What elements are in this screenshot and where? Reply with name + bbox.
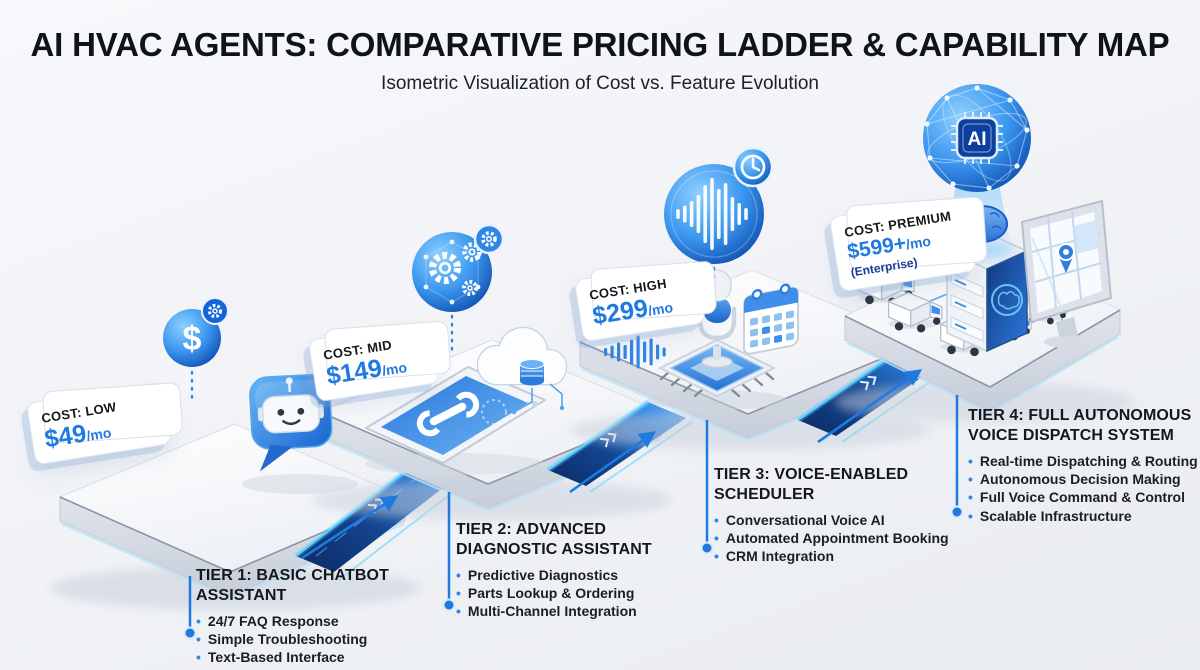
flow-arrow-1 xyxy=(301,495,399,560)
tier-connector-dots xyxy=(183,505,964,640)
bullet-dot: • xyxy=(196,631,201,648)
tier4-heading: TIER 4: FULL AUTONOMOUS VOICE DISPATCH S… xyxy=(968,407,1192,444)
feature-item: • Conversational Voice AI xyxy=(714,511,956,529)
feature-item: • Scalable Infrastructure xyxy=(968,507,1200,525)
feature-label: Multi-Channel Integration xyxy=(467,603,637,620)
bullet-dot: • xyxy=(968,471,973,488)
tier4-details: TIER 4: FULL AUTONOMOUS VOICE DISPATCH S… xyxy=(968,406,1200,525)
circuit-trace xyxy=(549,383,563,408)
tier2-heading: TIER 2: ADVANCED DIAGNOSTIC ASSISTANT xyxy=(456,521,652,558)
ai-label: AI xyxy=(968,129,987,150)
feature-item: • Full Voice Command & Control xyxy=(968,488,1200,506)
price-suffix: /mo xyxy=(380,359,409,379)
feature-label: Automated Appointment Booking xyxy=(725,530,949,547)
feature-item: • CRM Integration xyxy=(714,547,956,565)
ai-network-sphere-icon: AI xyxy=(923,84,1031,192)
flow-arrow-3 xyxy=(817,369,923,444)
page-subtitle: Isometric Visualization of Cost vs. Feat… xyxy=(381,73,819,94)
cloud-database-icon xyxy=(476,326,568,415)
feature-label: Parts Lookup & Ordering xyxy=(467,585,635,602)
feature-item: • 24/7 FAQ Response xyxy=(196,612,466,630)
server-brain-screen xyxy=(991,284,1023,316)
dollar-sphere-icon: $ xyxy=(163,297,229,406)
gears-sphere-icon xyxy=(412,223,505,358)
tier-connector-lines xyxy=(188,395,959,633)
wrench-icon xyxy=(416,391,480,437)
feature-label: Autonomous Decision Making xyxy=(979,471,1181,488)
price-suffix: /mo xyxy=(646,299,675,319)
circuit-trace xyxy=(513,388,533,413)
feature-label: Conversational Voice AI xyxy=(725,512,885,529)
feature-item: • Text-Based Interface xyxy=(196,648,466,666)
bullet-dot: • xyxy=(456,603,461,620)
bullet-dot: • xyxy=(714,548,719,565)
gear-badge-icon xyxy=(201,297,229,325)
tier3-heading: TIER 3: VOICE-ENABLED SCHEDULER xyxy=(714,466,909,503)
bullet-dot: • xyxy=(456,585,461,602)
location-pin-icon xyxy=(1057,243,1075,273)
feature-item: • Parts Lookup & Ordering xyxy=(456,584,668,602)
flow-arrow-2 xyxy=(569,431,657,494)
feature-item: • Predictive Diagnostics xyxy=(456,566,668,584)
bullet-dot: • xyxy=(456,567,461,584)
bullet-dot: • xyxy=(196,649,201,666)
tier3-details: TIER 3: VOICE-ENABLED SCHEDULER • Convers… xyxy=(714,465,956,566)
bullet-dot: • xyxy=(968,453,973,470)
feature-label: Full Voice Command & Control xyxy=(979,489,1185,506)
waveform-bars xyxy=(676,178,748,250)
feature-item: • Automated Appointment Booking xyxy=(714,529,956,547)
monitor-map-icon xyxy=(1021,200,1112,348)
feature-label: CRM Integration xyxy=(725,548,835,565)
database-cylinder-icon xyxy=(519,359,545,386)
price-suffix: /mo xyxy=(85,424,113,445)
feature-label: Text-Based Interface xyxy=(207,649,345,666)
dollar-glyph: $ xyxy=(183,320,202,358)
feature-item: • Multi-Channel Integration xyxy=(456,602,668,620)
bullet-dot: • xyxy=(968,507,973,524)
brain-scan-glyph xyxy=(481,399,507,425)
ai-chip-icon: AI xyxy=(951,112,1003,164)
price-suffix: /mo xyxy=(904,232,932,253)
gear-badge-icon xyxy=(473,223,505,255)
header: AI HVAC AGENTS: COMPARATIVE PRICING LADD… xyxy=(0,26,1200,95)
page-title: AI HVAC AGENTS: COMPARATIVE PRICING LADD… xyxy=(30,26,1170,63)
bullet-dot: • xyxy=(968,489,973,506)
feature-label: Simple Troubleshooting xyxy=(207,631,368,648)
network-nodes xyxy=(924,85,1030,191)
price-amount: $49 xyxy=(42,419,89,454)
feature-label: Scalable Infrastructure xyxy=(979,507,1132,524)
soundwave-sphere-icon xyxy=(664,146,774,302)
server-slats xyxy=(950,272,984,342)
bullet-dot: • xyxy=(714,530,719,547)
feature-label: Real-time Dispatching & Routing xyxy=(979,453,1198,470)
tier1-heading: TIER 1: BASIC CHATBOT ASSISTANT xyxy=(196,567,389,604)
feature-item: • Autonomous Decision Making xyxy=(968,470,1200,488)
mini-waveform-icon xyxy=(604,335,666,369)
diagnostic-tablet-icon xyxy=(365,366,546,475)
calendar-icon xyxy=(743,283,799,355)
feature-item: • Simple Troubleshooting xyxy=(196,630,466,648)
clock-badge-icon xyxy=(732,146,774,188)
tier1-details: TIER 1: BASIC CHATBOT ASSISTANT • 24/7 FA… xyxy=(196,566,466,667)
feature-item: • Real-time Dispatching & Routing xyxy=(968,452,1200,470)
chatbot-bubble-icon xyxy=(242,373,358,494)
feature-label: Predictive Diagnostics xyxy=(467,567,619,584)
tier2-details: TIER 2: ADVANCED DIAGNOSTIC ASSISTANT • P… xyxy=(456,520,668,621)
bullet-dot: • xyxy=(714,512,719,529)
bullet-dot: • xyxy=(196,613,201,630)
feature-label: 24/7 FAQ Response xyxy=(207,613,339,630)
